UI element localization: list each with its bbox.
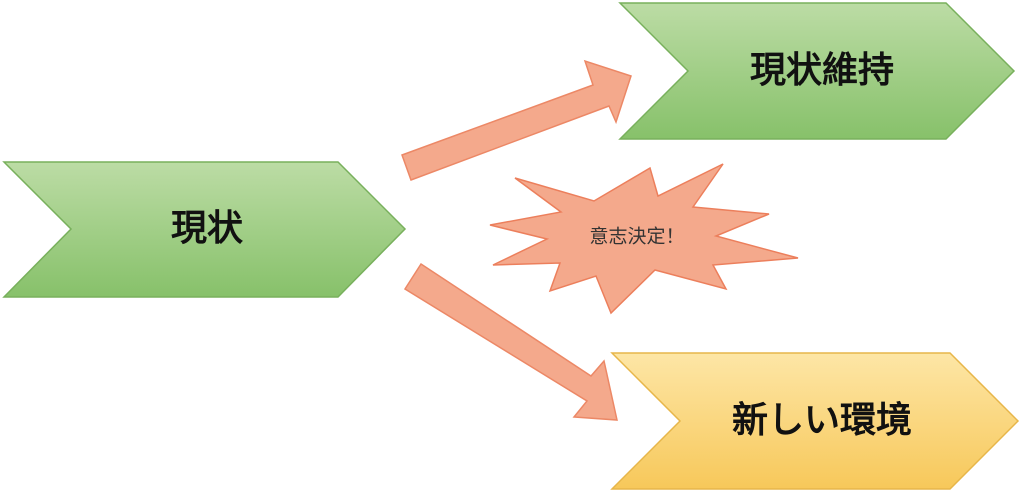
- decision-burst: 意志決定！: [489, 163, 799, 315]
- keep-status-quo-label: 現状維持: [750, 50, 894, 91]
- arrow-up-right-shape: [401, 59, 632, 181]
- new-environment-shape: [610, 352, 1020, 490]
- new-environment-chevron: 新しい環境: [610, 352, 1020, 490]
- arrow-down-right-shape: [403, 262, 618, 421]
- decision-label: 意志決定！: [589, 226, 684, 248]
- decision-burst-shape: [489, 163, 799, 315]
- keep-status-quo-shape: [618, 2, 1016, 140]
- arrow-to-new-environment: [403, 262, 618, 421]
- keep-status-quo-chevron: 現状維持: [618, 2, 1016, 140]
- current-state-label: 現状: [171, 208, 244, 249]
- arrow-to-status-quo: [401, 59, 632, 181]
- new-environment-label: 新しい環境: [732, 400, 912, 441]
- current-state-shape: [2, 161, 407, 298]
- current-state-chevron: 現状: [2, 161, 407, 298]
